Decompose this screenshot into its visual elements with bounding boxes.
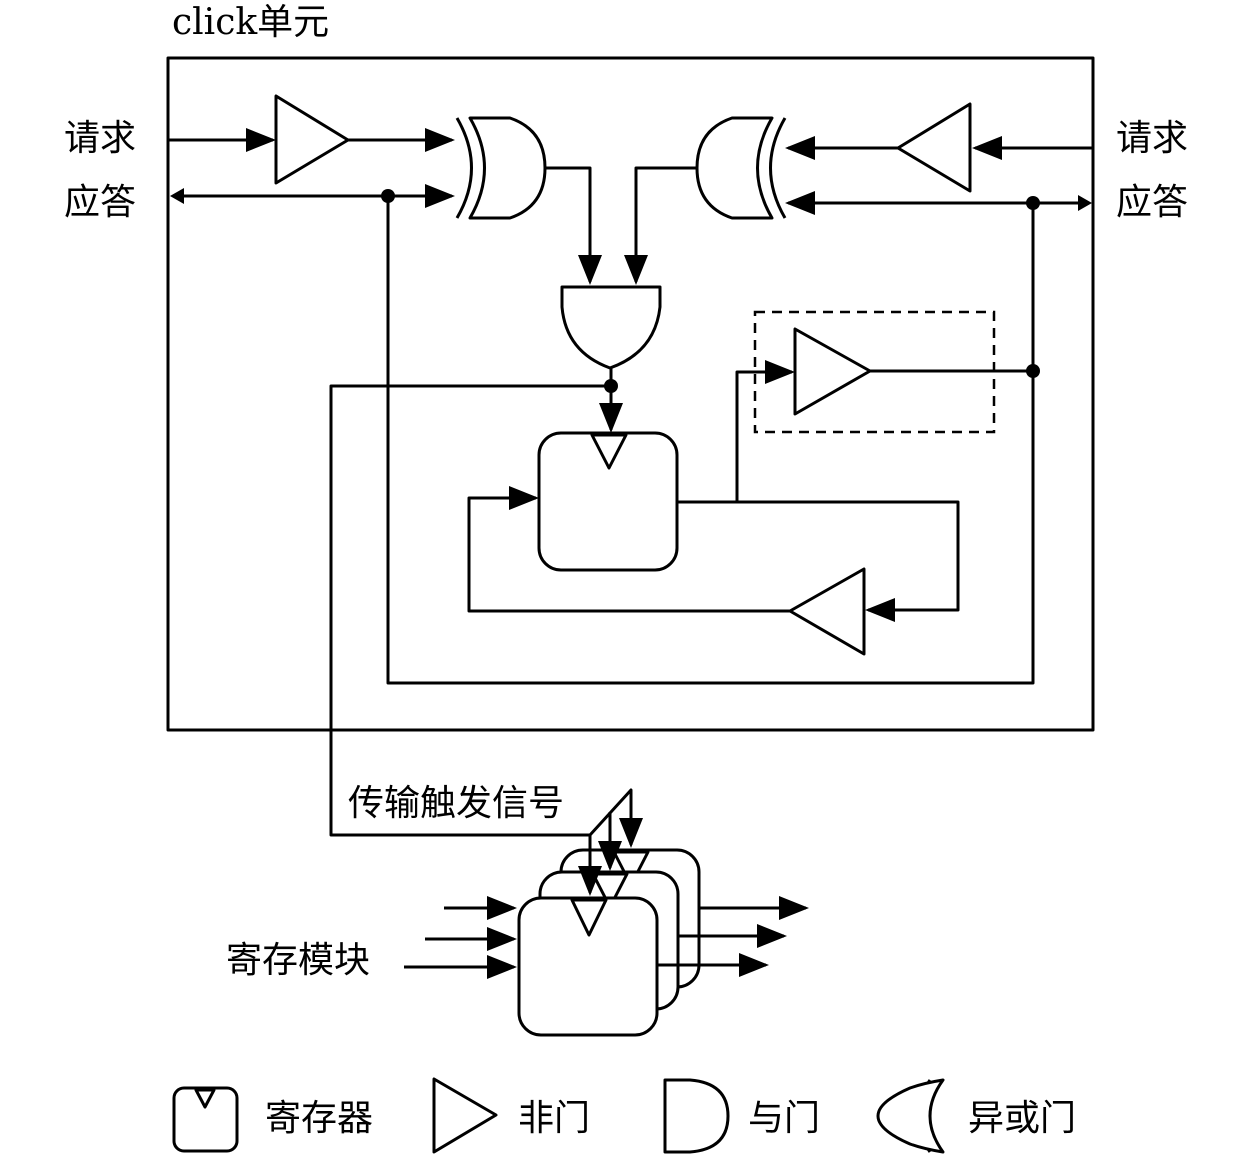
state-register-clock-icon [590, 433, 628, 470]
right-ack-label: 应答 [1116, 182, 1188, 223]
unit-title: click单元 [172, 2, 329, 43]
legend-and-label: 与门 [748, 1098, 820, 1139]
xor-gate-icon [876, 1078, 945, 1154]
ack-loop-wire [386, 196, 1035, 685]
register-module [517, 848, 701, 1037]
legend-xor-label: 异或门 [968, 1098, 1076, 1139]
trigger-fanout-wire [588, 788, 643, 848]
left-xor-gate [455, 116, 547, 220]
delay-buffer-gate [793, 327, 872, 416]
register-module-label: 寄存模块 [226, 940, 370, 981]
register-icon [172, 1086, 239, 1153]
right-xor-gate [695, 116, 787, 220]
legend-register-label: 寄存器 [265, 1098, 373, 1139]
feedback-wire [467, 486, 790, 613]
right-xor-output-wire [624, 166, 697, 285]
left-xor-output-wire [545, 166, 602, 285]
trigger-wire [329, 384, 611, 837]
click-unit-box [166, 56, 1095, 732]
and-gate [560, 285, 662, 370]
feedback-not-gate [788, 567, 866, 656]
trigger-label: 传输触发信号 [348, 783, 564, 824]
left-ack-label: 应答 [64, 182, 136, 223]
not-gate-icon [432, 1077, 498, 1154]
legend: 寄存器 非门 与门 异或门 [172, 1077, 1076, 1154]
left-not-gate [274, 94, 350, 185]
and-gate-icon [663, 1078, 730, 1154]
right-not-gate [896, 102, 972, 193]
legend-not-label: 非门 [518, 1098, 590, 1139]
register-to-delay-wire [735, 360, 795, 502]
register-output-wire [677, 500, 960, 622]
right-request-label: 请求 [1116, 118, 1188, 159]
left-request-label: 请求 [64, 118, 136, 159]
